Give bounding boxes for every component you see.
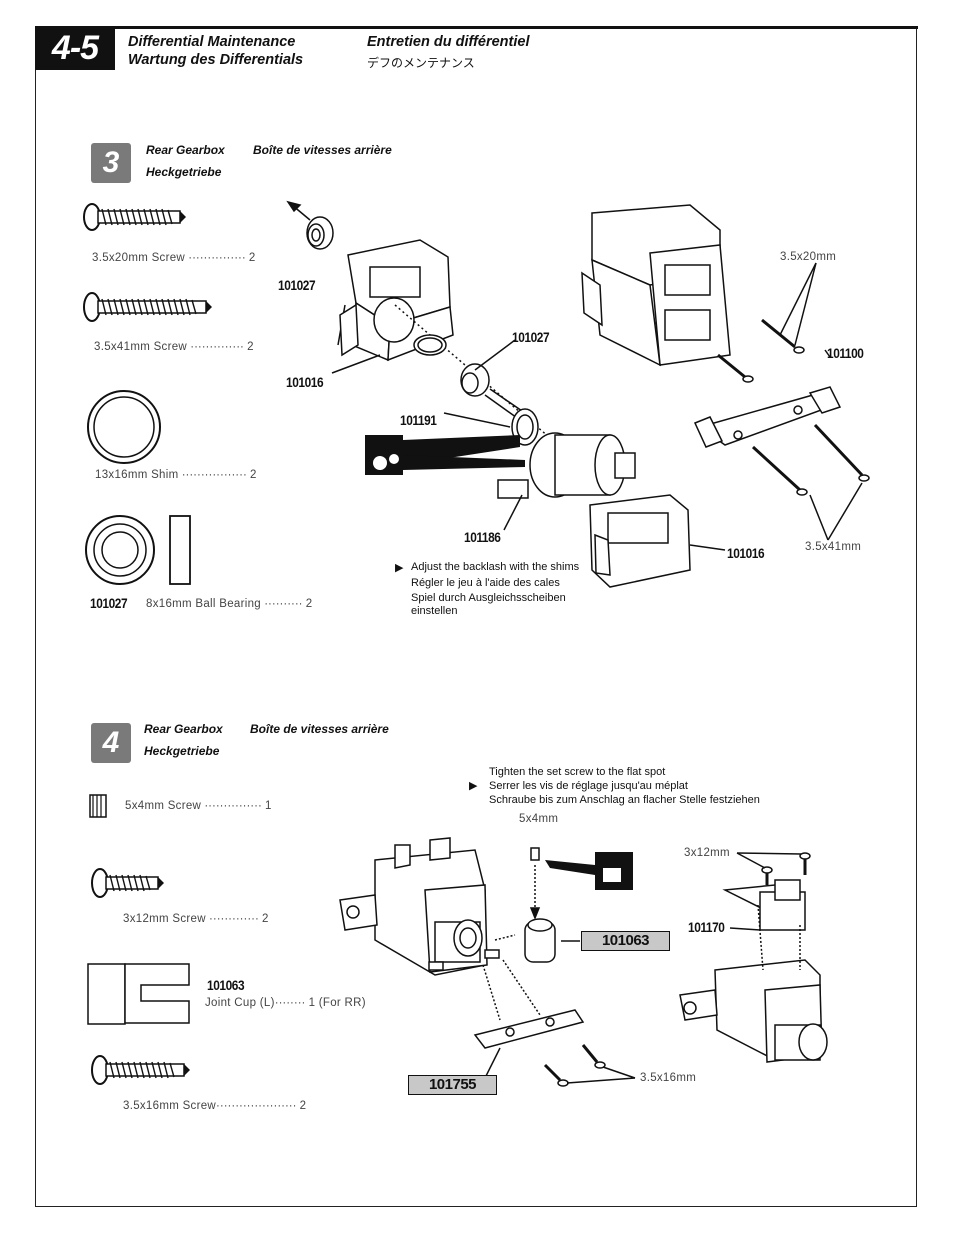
part-label-jointcup: Joint Cup (L)········ 1 (For RR) [205,997,366,1009]
part-label-screw-41: 3.5x41mm Screw ·············· 2 [94,341,254,353]
callout-brace: 101100 [827,345,864,361]
callout-brace-box: 101755 [408,1075,497,1095]
part-label-bearing: 8x16mm Ball Bearing ·········· 2 [146,598,313,610]
part-label-shim: 13x16mm Shim ················· 2 [95,469,257,481]
screw-3x12-icon [91,868,164,898]
step-4-title-en: Rear Gearbox [144,722,223,736]
step-3-note: Adjust the backlash with the shims Régle… [411,561,580,617]
note-arrow-icon-4: ▶ [469,780,478,792]
callout-screw-41: 3.5x41mm [805,541,862,553]
joint-cup-icon [87,963,190,1025]
callout-jointcup-box: 101063 [581,931,670,951]
header-title-en: Differential Maintenance [128,34,296,50]
callout-screw-12: 3x12mm [684,847,730,859]
callout-case-right: 101016 [727,545,765,561]
callout-screw-20: 3.5x20mm [780,251,837,263]
callout-bearing-top: 101027 [278,277,316,293]
step-4-badge: 4 [91,723,131,763]
header-title-fr: Entretien du différentiel [367,34,530,50]
step-3-title-fr: Boîte de vitesses arrière [253,143,392,157]
step-3-badge: 3 [91,143,131,183]
screw-3-5x20-icon [83,203,186,231]
ball-bearing-icon [85,515,191,585]
part-label-screw-12: 3x12mm Screw ············· 2 [123,913,269,925]
header-title-jp: デフのメンテナンス [367,56,475,70]
callout-setscrew: 5x4mm [519,813,559,825]
step-4-note: Tighten the set screw to the flat spot S… [489,766,760,806]
part-label-setscrew: 5x4mm Screw ··············· 1 [125,800,272,812]
part-code-bearing: 101027 [90,595,128,611]
step-3-title-de: Heckgetriebe [146,165,222,179]
callout-screw-16: 3.5x16mm [640,1072,697,1084]
step-4-exploded-diagram [339,837,828,1087]
part-label-screw-20: 3.5x20mm Screw ··············· 2 [92,252,256,264]
set-screw-icon [89,794,107,818]
callout-pinion: 101191 [400,412,437,428]
header-rule [115,26,918,29]
header-title-de: Wartung des Differentials [128,52,304,68]
note-arrow-icon: ▶ [395,562,404,574]
callout-mount: 101170 [688,919,725,935]
step-4-title-de: Heckgetriebe [144,744,220,758]
screw-3-5x41-icon [83,292,212,322]
step-3-title-en: Rear Gearbox [146,143,225,157]
screw-3-5x16-icon [91,1055,190,1085]
step-4-title-fr: Boîte de vitesses arrière [250,722,389,736]
part-label-screw-16: 3.5x16mm Screw····················· 2 [123,1100,307,1112]
page-number: 4-5 [35,26,115,70]
callout-bearing-mid: 101027 [512,329,550,345]
shim-icon [87,390,161,464]
callout-diff: 101186 [464,529,501,545]
callout-case-left: 101016 [286,374,324,390]
step-3-exploded-diagram [286,200,870,588]
part-code-jointcup: 101063 [207,977,245,993]
